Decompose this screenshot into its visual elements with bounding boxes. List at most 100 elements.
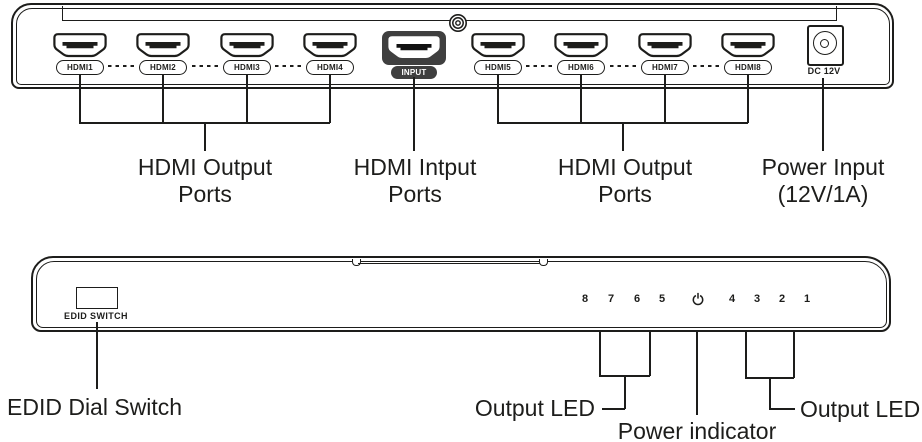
callout-line	[413, 77, 415, 151]
port-label: HDMI5	[485, 63, 511, 72]
dc-jack-pin	[820, 38, 829, 48]
callout-line	[580, 74, 582, 123]
led-1: 1	[803, 293, 811, 305]
port-label-oval: HDMI5	[474, 60, 522, 75]
label-hdmi-output-right: HDMI Output Ports	[515, 154, 735, 208]
dc-jack-outer-circle	[812, 31, 837, 55]
hdmi-connector-icon	[471, 33, 525, 58]
label-power-indicator: Power indicator	[617, 418, 777, 442]
callout-line	[822, 78, 824, 151]
front-lid-line	[358, 263, 540, 264]
hdmi-connector-icon	[554, 33, 608, 58]
rear-ledge-left-step	[62, 6, 63, 21]
callout-line	[497, 74, 499, 123]
callout-line	[769, 377, 771, 409]
port-hdmi2: HDMI2	[136, 33, 190, 75]
rear-faceplate-ledge	[62, 20, 836, 21]
hdmi-connector-icon	[220, 33, 274, 58]
callout-line	[664, 74, 666, 123]
port-label-oval: HDMI7	[641, 60, 689, 75]
callout-line	[649, 331, 651, 376]
port-label-oval: HDMI8	[724, 60, 772, 75]
port-hdmi4: HDMI4	[303, 33, 357, 75]
label-line: HDMI Output	[137, 154, 273, 180]
dash-separator	[610, 65, 636, 67]
port-label: HDMI8	[735, 63, 761, 72]
label-hdmi-output-left: HDMI Output Ports	[95, 154, 315, 208]
callout-line	[329, 74, 331, 123]
rear-panel-inner-outline	[15, 7, 890, 85]
power-symbol-icon	[692, 292, 704, 306]
hdmi-connector-icon	[136, 33, 190, 58]
label-output-led-right: Output LED	[800, 396, 921, 422]
label-output-led-left: Output LED	[474, 395, 595, 421]
port-label: HDMI2	[150, 63, 176, 72]
port-hdmi1: HDMI1	[53, 33, 107, 75]
led-2: 2	[778, 293, 786, 305]
lid-notch-left	[352, 259, 361, 266]
port-label: HDMI4	[317, 63, 343, 72]
port-label-oval-input: INPUT	[391, 66, 437, 79]
port-label: HDMI1	[67, 63, 93, 72]
dc-jack-label: DC 12V	[807, 66, 841, 76]
screw-head-icon	[449, 14, 467, 32]
dash-separator	[526, 65, 552, 67]
callout-line	[624, 375, 626, 409]
led-3: 3	[753, 293, 761, 305]
callout-line	[745, 331, 747, 378]
callout-line	[246, 74, 248, 123]
port-label-oval: HDMI4	[306, 60, 354, 75]
label-power-input: Power Input (12V/1A)	[713, 154, 922, 208]
port-label: INPUT	[401, 68, 427, 77]
led-5: 5	[658, 293, 666, 305]
label-line: HDMI Output	[557, 154, 693, 180]
hdmi-connector-icon	[303, 33, 357, 58]
port-label: HDMI7	[652, 63, 678, 72]
callout-line	[79, 74, 81, 123]
edid-switch-label: EDID SWITCH	[64, 311, 128, 321]
port-label-oval: HDMI6	[557, 60, 605, 75]
callout-line	[204, 122, 206, 151]
dash-separator	[192, 65, 218, 67]
callout-line	[96, 322, 98, 389]
label-edid-dial-switch: EDID Dial Switch	[7, 394, 183, 420]
led-6: 6	[633, 293, 641, 305]
port-label: HDMI6	[568, 63, 594, 72]
port-label-oval: HDMI3	[223, 60, 271, 75]
label-line: HDMI Intput	[353, 154, 477, 180]
dash-separator	[275, 65, 301, 67]
port-label-oval: HDMI1	[56, 60, 104, 75]
label-line: Ports	[598, 181, 652, 207]
port-hdmi6: HDMI6	[554, 33, 608, 75]
hdmi-connector-icon	[53, 33, 107, 58]
rear-ledge-right-step	[836, 6, 837, 21]
lid-notch-right	[539, 259, 548, 266]
hdmi-connector-icon	[721, 33, 775, 58]
dash-separator	[693, 65, 719, 67]
port-label: HDMI3	[234, 63, 260, 72]
port-hdmi3: HDMI3	[220, 33, 274, 75]
port-hdmi7: HDMI7	[638, 33, 692, 75]
front-panel-inner-outline	[35, 260, 887, 328]
front-panel	[31, 256, 891, 332]
callout-line	[769, 408, 795, 410]
led-7: 7	[607, 293, 615, 305]
port-input-highlight	[382, 31, 446, 65]
callout-line	[793, 331, 795, 378]
callout-line	[747, 74, 749, 123]
led-4: 4	[728, 293, 736, 305]
callout-line	[162, 74, 164, 123]
label-hdmi-input: HDMI Intput Ports	[305, 154, 525, 208]
port-label-oval: HDMI2	[139, 60, 187, 75]
led-8: 8	[581, 293, 589, 305]
label-line: (12V/1A)	[777, 181, 869, 207]
hdmi-connector-icon	[387, 35, 441, 60]
label-line: Ports	[178, 181, 232, 207]
callout-line	[622, 122, 624, 151]
callout-line	[696, 331, 698, 415]
label-line: Power Input	[761, 154, 885, 180]
callout-line	[599, 331, 601, 376]
callout-line	[602, 408, 625, 410]
edid-dial-switch	[76, 287, 118, 309]
